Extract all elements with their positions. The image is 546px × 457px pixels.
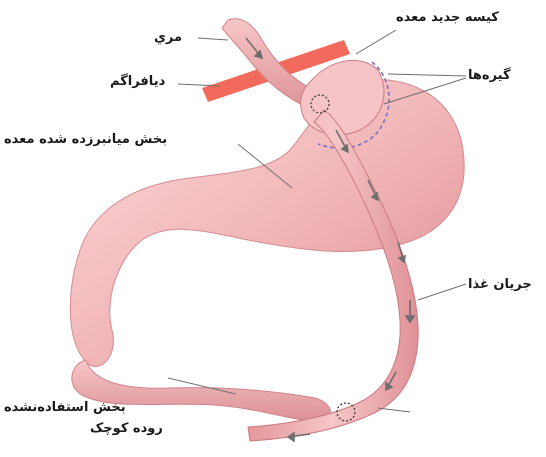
bypassed-stomach-label: بخش میانبرزده شده معده [4,132,167,147]
esophagus-label: مري [154,30,182,45]
unused-intestine-label-line1: بخش استفاده‌نشده [4,400,126,415]
diaphragm-label: دیافراگم [110,74,165,89]
new-pouch-label: کیسه جدید معده [396,10,499,25]
food-flow-label: جریان غذا [468,277,532,292]
staples-label: گیره‌ها [468,68,511,83]
unused-intestine-label-line2: روده کوچک [90,421,163,436]
